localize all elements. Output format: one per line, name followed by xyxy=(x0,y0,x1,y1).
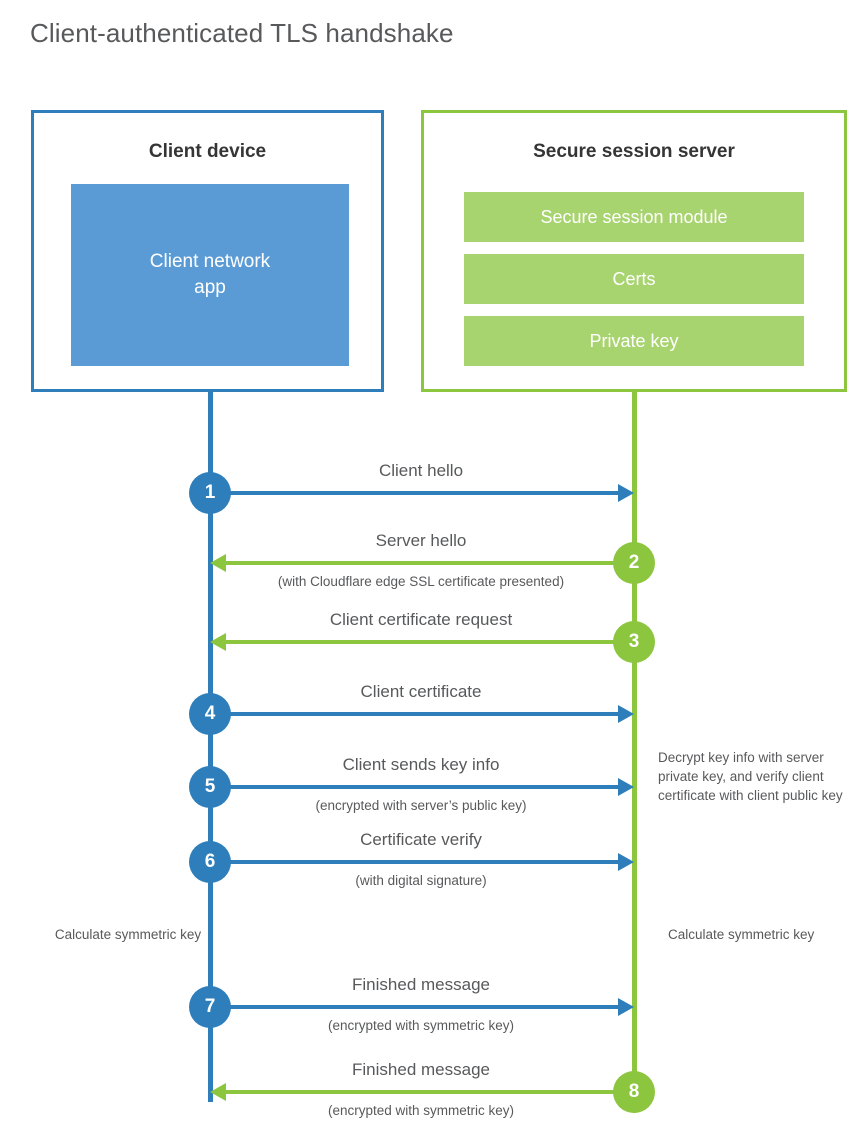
message-arrow-line-6 xyxy=(210,860,626,864)
message-sublabel-7: (encrypted with symmetric key) xyxy=(327,1018,515,1033)
server-component-secure-session-module: Secure session module xyxy=(464,192,804,242)
arrow-head-right-icon xyxy=(618,778,634,796)
secure-session-server-title: Secure session server xyxy=(533,141,735,162)
message-sublabel-5: (encrypted with server’s public key) xyxy=(315,798,527,813)
step-number-badge-8: 8 xyxy=(613,1071,655,1113)
arrow-head-right-icon xyxy=(618,484,634,502)
message-label-2: Server hello xyxy=(375,531,467,550)
step-number-badge-3: 3 xyxy=(613,621,655,663)
client-lifeline xyxy=(208,392,213,1102)
message-arrow-line-3 xyxy=(218,640,632,644)
step-number-badge-4: 4 xyxy=(189,693,231,735)
arrow-head-right-icon xyxy=(618,705,634,723)
annotation-client-calculate-symmetric-key: Calculate symmetric key xyxy=(54,927,202,942)
message-sublabel-2: (with Cloudflare edge SSL certificate pr… xyxy=(277,574,565,589)
page-title: Client-authenticated TLS handshake xyxy=(30,18,454,48)
message-label-1: Client hello xyxy=(378,461,464,480)
client-network-app-label: Client network app xyxy=(149,251,271,298)
client-device-title: Client device xyxy=(148,141,267,162)
message-label-3: Client certificate request xyxy=(329,610,513,629)
server-component-certs: Certs xyxy=(464,254,804,304)
annotation-server-calculate-symmetric-key: Calculate symmetric key xyxy=(668,927,815,942)
message-label-7: Finished message xyxy=(352,975,490,994)
step-number-badge-2: 2 xyxy=(613,542,655,584)
secure-session-server-box: Secure session server Secure session mod… xyxy=(421,110,847,392)
message-arrow-line-5 xyxy=(210,785,626,789)
arrow-head-right-icon xyxy=(618,853,634,871)
message-label-4: Client certificate xyxy=(360,682,482,701)
message-arrow-line-7 xyxy=(210,1005,626,1009)
message-label-6: Certificate verify xyxy=(360,830,482,849)
client-device-box: Client device Client network app xyxy=(31,110,384,392)
arrow-head-left-icon xyxy=(210,1083,226,1101)
message-arrow-line-1 xyxy=(210,491,626,495)
step-number-badge-6: 6 xyxy=(189,841,231,883)
message-arrow-line-4 xyxy=(210,712,626,716)
arrow-head-right-icon xyxy=(618,998,634,1016)
message-sublabel-6: (with digital signature) xyxy=(355,873,487,888)
client-network-app-block: Client network app xyxy=(71,184,349,366)
arrow-head-left-icon xyxy=(210,554,226,572)
message-sublabel-8: (encrypted with symmetric key) xyxy=(327,1103,515,1118)
message-arrow-line-2 xyxy=(218,561,632,565)
message-arrow-line-8 xyxy=(218,1090,632,1094)
server-lifeline xyxy=(632,392,637,1092)
message-label-5: Client sends key info xyxy=(342,755,500,774)
step-number-badge-5: 5 xyxy=(189,766,231,808)
annotation-server-decrypt: Decrypt key info with server private key… xyxy=(658,750,843,804)
arrow-head-left-icon xyxy=(210,633,226,651)
step-number-badge-7: 7 xyxy=(189,986,231,1028)
step-number-badge-1: 1 xyxy=(189,472,231,514)
server-component-private-key: Private key xyxy=(464,316,804,366)
message-label-8: Finished message xyxy=(352,1060,490,1079)
